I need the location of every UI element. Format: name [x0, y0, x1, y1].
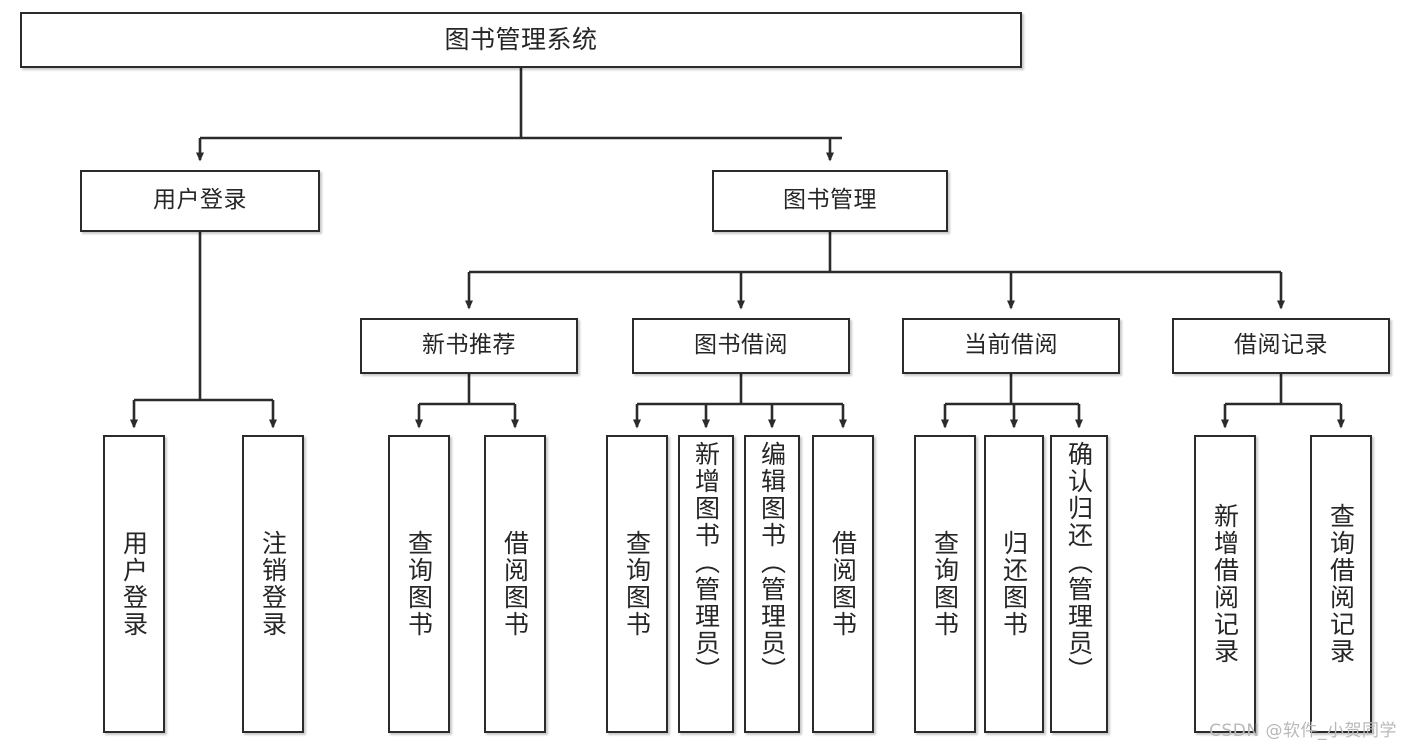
leaf-add-book-admin-label: 新增图书（管理员） — [691, 441, 721, 684]
leaf-user-login-label: 用户登录 — [119, 530, 149, 638]
node-borrow-record[interactable]: 借阅记录 — [1172, 318, 1390, 374]
leaf-edit-book-admin[interactable]: 编辑图书（管理员） — [744, 435, 800, 733]
leaf-edit-book-admin-label: 编辑图书（管理员） — [757, 441, 787, 684]
leaf-return-book-label: 归还图书 — [999, 530, 1029, 638]
leaf-return-book[interactable]: 归还图书 — [984, 435, 1044, 733]
node-root-label: 图书管理系统 — [444, 25, 598, 54]
leaf-query-book-borrow[interactable]: 查询图书 — [606, 435, 668, 733]
node-borrow-record-label: 借阅记录 — [1234, 332, 1328, 359]
leaf-query-book-current-label: 查询图书 — [930, 530, 960, 638]
node-new-book-recommend-label: 新书推荐 — [422, 332, 516, 359]
leaf-query-book-recommend[interactable]: 查询图书 — [388, 435, 450, 733]
node-book-borrow[interactable]: 图书借阅 — [632, 318, 850, 374]
node-current-borrow[interactable]: 当前借阅 — [902, 318, 1120, 374]
leaf-user-logout-label: 注销登录 — [258, 530, 288, 638]
csdn-watermark: CSDN @软件_小贺同学 — [1209, 721, 1397, 741]
leaf-borrow-book-recommend[interactable]: 借阅图书 — [484, 435, 546, 733]
leaf-add-borrow-record-label: 新增借阅记录 — [1210, 503, 1240, 665]
node-book-management[interactable]: 图书管理 — [712, 170, 948, 232]
node-current-borrow-label: 当前借阅 — [964, 332, 1058, 359]
node-root[interactable]: 图书管理系统 — [20, 12, 1022, 68]
leaf-borrow-book[interactable]: 借阅图书 — [812, 435, 874, 733]
node-user-login[interactable]: 用户登录 — [80, 170, 320, 232]
leaf-query-borrow-record[interactable]: 查询借阅记录 — [1310, 435, 1372, 733]
leaf-add-borrow-record[interactable]: 新增借阅记录 — [1194, 435, 1256, 733]
leaf-add-book-admin[interactable]: 新增图书（管理员） — [678, 435, 734, 733]
leaf-confirm-return-admin-label: 确认归还（管理员） — [1064, 441, 1094, 684]
leaf-query-borrow-record-label: 查询借阅记录 — [1326, 503, 1356, 665]
leaf-user-logout[interactable]: 注销登录 — [242, 435, 304, 733]
leaf-borrow-book-label: 借阅图书 — [828, 530, 858, 638]
node-user-login-label: 用户登录 — [153, 187, 247, 214]
leaf-confirm-return-admin[interactable]: 确认归还（管理员） — [1050, 435, 1108, 733]
leaf-user-login[interactable]: 用户登录 — [103, 435, 165, 733]
leaf-query-book-current[interactable]: 查询图书 — [914, 435, 976, 733]
leaf-borrow-book-recommend-label: 借阅图书 — [500, 530, 530, 638]
node-new-book-recommend[interactable]: 新书推荐 — [360, 318, 578, 374]
node-book-management-label: 图书管理 — [783, 187, 877, 214]
leaf-query-book-recommend-label: 查询图书 — [404, 530, 434, 638]
node-book-borrow-label: 图书借阅 — [694, 332, 788, 359]
leaf-query-book-borrow-label: 查询图书 — [622, 530, 652, 638]
